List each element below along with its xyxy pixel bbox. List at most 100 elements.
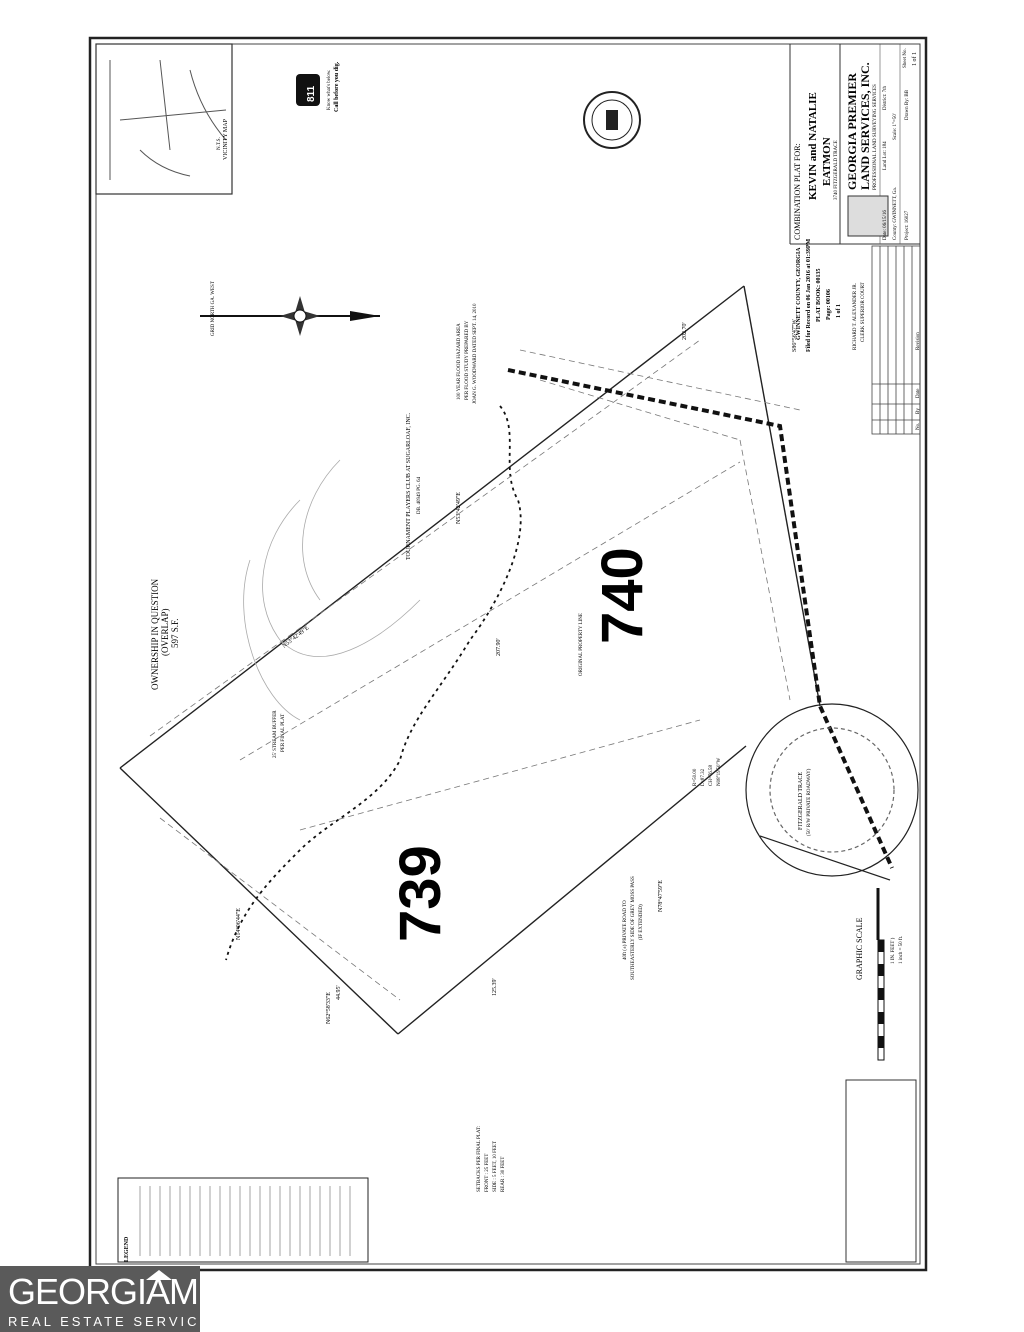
curve-bearing: N08°19'50"W <box>717 757 722 786</box>
svg-text:JOAN G. WOODWARD DATED SEPT. 1: JOAN G. WOODWARD DATED SEPT. 14, 2010 <box>473 303 478 404</box>
svg-text:(OVERLAP): (OVERLAP) <box>160 609 170 657</box>
svg-text:TOURNAMENT PLAYERS CLUB AT SUG: TOURNAMENT PLAYERS CLUB AT SUGARLOAF, IN… <box>406 412 412 560</box>
svg-text:1 IN. FEET ): 1 IN. FEET ) <box>891 937 896 964</box>
svg-text:N62°58'33"E: N62°58'33"E <box>325 992 332 1024</box>
company-subtitle: PROFESSIONAL LAND SURVEYING SERVICES <box>873 84 878 190</box>
svg-text:County: GWINNETT, Ga.: County: GWINNETT, Ga. <box>893 187 898 240</box>
title-block: COMBINATION PLAT FOR: KEVIN and NATALIE … <box>789 44 920 245</box>
watermark-tagline: REAL ESTATE SERVICES <box>8 1314 223 1329</box>
svg-text:44.95': 44.95' <box>336 985 342 1000</box>
tournament-label: TOURNAMENT PLAYERS CLUB AT SUGARLOAF, IN… <box>406 412 412 560</box>
revision-table <box>871 245 921 435</box>
svg-text:SETBACKS PER FINAL PLAT:: SETBACKS PER FINAL PLAT: <box>477 1126 482 1192</box>
date-field: Date: 06/15/16 <box>883 210 888 240</box>
svg-text:597 S.F.: 597 S.F. <box>170 618 180 648</box>
call-before-dig: Call before you dig. <box>334 61 340 112</box>
recording-block: GWINNETT COUNTY, GEORGIA Filed for Recor… <box>796 238 866 352</box>
legend-box: LEGEND <box>117 1177 369 1263</box>
svg-text:N08°19'50"W: N08°19'50"W <box>717 757 722 786</box>
svg-text:(50' R/W PRIVATE ROADWAY): (50' R/W PRIVATE ROADWAY) <box>807 768 812 836</box>
call-811-logo: 811 Know what's below. Call before you d… <box>296 61 340 112</box>
land-lot-field: Land Lot: 184 <box>883 141 888 170</box>
bearing-label-2: N53°42'49"E <box>455 492 462 524</box>
scale-field: Scale: 1"=50' <box>893 113 898 140</box>
lot-number-740: 740 <box>590 547 655 644</box>
svg-text:Know what's below.: Know what's below. <box>327 70 332 110</box>
svg-text:Sheet No.: Sheet No. <box>903 48 908 68</box>
svg-text:Scale: 1"=50': Scale: 1"=50' <box>893 113 898 140</box>
graphic-scale: GRAPHIC SCALE 1 IN. FEET ) 1 inch = 50 f… <box>855 888 904 1061</box>
flood-note-2: PER FLOOD STUDY PREPARED BY <box>465 320 470 400</box>
svg-text:Page: 00106: Page: 00106 <box>826 289 832 320</box>
curve-chord: CH=76.58 <box>709 764 714 786</box>
svg-text:Date: 06/15/16: Date: 06/15/16 <box>883 210 888 240</box>
svg-text:N78°47'59"E: N78°47'59"E <box>657 880 664 912</box>
svg-text:EATMON: EATMON <box>821 137 833 186</box>
svg-text:CH=76.58: CH=76.58 <box>709 764 714 786</box>
svg-text:SOUTHEASTERLY SIDE OF GREY MOS: SOUTHEASTERLY SIDE OF GREY MOSS PASS <box>631 876 636 980</box>
svg-text:Project: 16027: Project: 16027 <box>905 210 910 240</box>
svg-text:District: 7th: District: 7th <box>883 85 888 110</box>
vicinity-map: VICINITY MAP N.T.S. <box>95 43 233 195</box>
svg-text:GEORGIA PREMIER: GEORGIA PREMIER <box>845 73 859 190</box>
bearing-label-3: S86°56'47"W <box>791 319 798 352</box>
sheet-value: 1 of 1 <box>911 52 918 66</box>
recording-page: Page: 00106 <box>826 289 832 320</box>
project-field: Project: 16027 <box>905 210 910 240</box>
recording-county: GWINNETT COUNTY, GEORGIA <box>796 247 802 340</box>
scale-inch: 1 inch = 50 ft. <box>899 936 904 964</box>
district-field: District: 7th <box>883 85 888 110</box>
svg-text:R=50.00: R=50.00 <box>693 768 698 786</box>
svg-text:COMBINATION PLAT FOR:: COMBINATION PLAT FOR: <box>793 143 802 240</box>
private-road-2: SOUTHEASTERLY SIDE OF GREY MOSS PASS <box>631 876 636 980</box>
lot-number-739: 739 <box>388 845 453 942</box>
svg-text:Call before you dig.: Call before you dig. <box>334 61 340 112</box>
svg-text:No.: No. <box>916 423 921 430</box>
recording-filed: Filed for Record on 06 Jan 2016 at 01:39… <box>806 238 812 352</box>
distance-label-1: 207.90' <box>496 638 502 656</box>
vicinity-title: VICINITY MAP <box>223 118 229 160</box>
svg-text:PER FLOOD STUDY PREPARED BY: PER FLOOD STUDY PREPARED BY <box>465 320 470 400</box>
svg-text:ORIGINAL PROPERTY LINE: ORIGINAL PROPERTY LINE <box>579 613 584 676</box>
sheet-inner-border <box>95 43 921 1265</box>
svg-text:1 of 1: 1 of 1 <box>836 304 842 318</box>
flood-hazard-line <box>225 405 522 961</box>
stream-buffer-label: 25' STREAM BUFFER <box>273 710 278 758</box>
eight-eleven: 811 <box>306 85 317 102</box>
title-label: COMBINATION PLAT FOR: <box>793 143 802 240</box>
property-boundary <box>119 285 821 1035</box>
north-label: GRID NORTH GA. WEST <box>211 281 216 336</box>
contour-lines <box>243 459 421 721</box>
svg-text:1 inch = 50 ft.: 1 inch = 50 ft. <box>899 936 904 964</box>
setback-lines <box>149 339 801 1001</box>
svg-text:VICINITY MAP: VICINITY MAP <box>223 118 229 160</box>
svg-text:L=87.32: L=87.32 <box>701 768 706 786</box>
svg-text:Revision: Revision <box>916 332 921 350</box>
stream-buffer-label-2: PER FINAL PLAT <box>281 714 286 752</box>
overlap-area: 597 S.F. <box>170 618 180 648</box>
svg-text:Filed for Record on 06 Jan 201: Filed for Record on 06 Jan 2016 at 01:39… <box>806 238 812 352</box>
svg-text:FITZGERALD TRACE: FITZGERALD TRACE <box>798 772 804 830</box>
sheet-border <box>88 36 928 1272</box>
private-road-3: (IF EXTENDED) <box>639 904 644 940</box>
revision-header: Revision <box>916 332 921 350</box>
svg-text:REAR : 30 FEET: REAR : 30 FEET <box>501 1157 506 1192</box>
certification-box <box>845 1079 917 1263</box>
tournament-deed: DB. 40949 PG. 64 <box>417 476 422 514</box>
bearing-label-6: N14°06'44"E <box>235 908 242 940</box>
svg-text:By: By <box>916 408 921 414</box>
svg-text:LAND SERVICES, INC.: LAND SERVICES, INC. <box>858 62 872 190</box>
svg-text:FRONT : 25 FEET: FRONT : 25 FEET <box>485 1154 490 1192</box>
svg-text:207.90': 207.90' <box>496 638 502 656</box>
svg-text:125.39': 125.39' <box>492 978 498 996</box>
road-name: FITZGERALD TRACE <box>798 772 804 830</box>
recording-book: PLAT BOOK: 00135 <box>816 269 822 322</box>
svg-text:3740 FITZGERALD TRACE: 3740 FITZGERALD TRACE <box>834 140 839 200</box>
recording-of: 1 of 1 <box>836 304 842 318</box>
surveyor-seal <box>583 91 641 149</box>
svg-text:GWINNETT COUNTY, GEORGIA: GWINNETT COUNTY, GEORGIA <box>796 247 802 340</box>
vicinity-nts: N.T.S. <box>217 137 222 150</box>
svg-text:Land Lot: 184: Land Lot: 184 <box>883 141 888 170</box>
svg-text:25' STREAM BUFFER: 25' STREAM BUFFER <box>273 710 278 758</box>
